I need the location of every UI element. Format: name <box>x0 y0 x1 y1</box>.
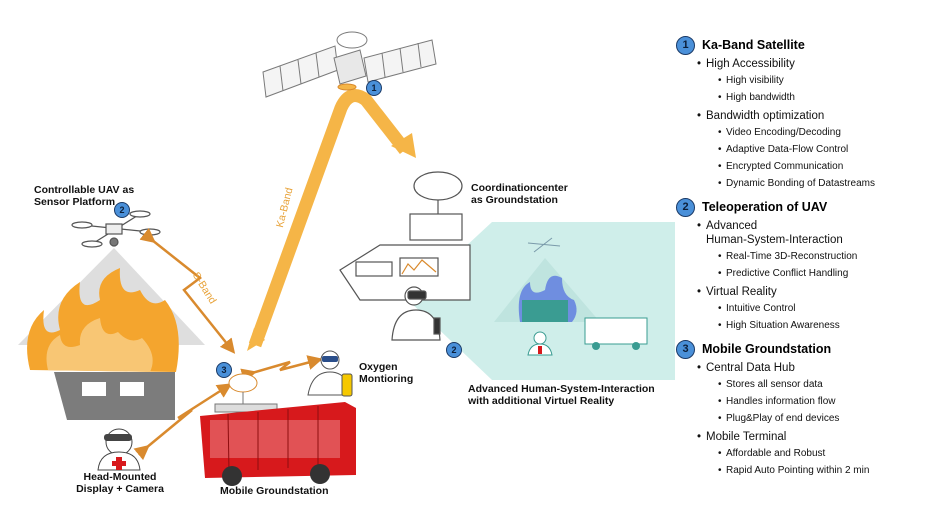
firefighter-hmd-icon <box>97 428 141 471</box>
legend-subitem: Encrypted Communication <box>676 161 931 173</box>
legend-subitem: Adaptive Data-Flow Control <box>676 144 931 156</box>
legend-section-teleoperation: 2 Teleoperation of UAV Advanced Human-Sy… <box>676 197 931 332</box>
legend-subitem: Dynamic Bonding of Datastreams <box>676 178 931 190</box>
legend-subitem: High Situation Awareness <box>676 320 931 332</box>
oxygen-monitoring-label: Oxygen Montioring <box>359 361 414 385</box>
legend-subitem: Real-Time 3D-Reconstruction <box>676 251 931 263</box>
s-band-link <box>139 227 236 354</box>
legend-item: Bandwidth optimization <box>676 109 931 123</box>
mobile-groundstation-label: Mobile Groundstation <box>220 485 329 497</box>
legend-item: Advanced Human-System-Interaction <box>676 219 931 247</box>
satellite-icon <box>262 31 437 98</box>
badge-uav: 2 <box>114 202 130 218</box>
legend-section-satellite: 1 Ka-Band Satellite High Accessibility H… <box>676 35 931 190</box>
ka-band-arrow <box>247 89 416 351</box>
legend-number-badge: 3 <box>676 339 695 359</box>
oxygen-link <box>240 355 323 383</box>
legend-section-title: Ka-Band Satellite <box>702 38 805 52</box>
legend-subitem: Stores all sensor data <box>676 379 931 391</box>
hmd-link <box>133 383 233 461</box>
badge-vr: 2 <box>446 342 462 358</box>
legend-subitem: Handles information flow <box>676 396 931 408</box>
legend-section-groundstation: 3 Mobile Groundstation Central Data Hub … <box>676 339 931 477</box>
legend-item: Central Data Hub <box>676 361 931 375</box>
legend-number-badge: 2 <box>676 197 695 217</box>
coordination-center-label: Coordinationcenter as Groundstation <box>471 182 568 206</box>
uav-label: Controllable UAV as Sensor Platform <box>34 184 135 208</box>
badge-satellite: 1 <box>366 80 382 96</box>
legend-section-title: Teleoperation of UAV <box>702 200 828 214</box>
uav-drone-icon <box>71 210 161 248</box>
legend-subitem: Predictive Conflict Handling <box>676 268 931 280</box>
legend-item: High Accessibility <box>676 57 931 71</box>
legend-section-title: Mobile Groundstation <box>702 342 832 356</box>
fire-truck-icon <box>200 373 356 486</box>
legend-subitem: High bandwidth <box>676 92 931 104</box>
feature-legend: 1 Ka-Band Satellite High Accessibility H… <box>676 35 931 485</box>
legend-item: Virtual Reality <box>676 285 931 299</box>
vr-scene-icons <box>494 237 648 356</box>
legend-subitem: Intuitive Control <box>676 303 931 315</box>
coordination-center-icon <box>339 171 471 341</box>
legend-item: Mobile Terminal <box>676 430 931 444</box>
legend-subitem: Plug&Play of end devices <box>676 413 931 425</box>
burning-house-icon <box>27 268 179 420</box>
legend-subitem: Rapid Auto Pointing within 2 min <box>676 465 931 477</box>
legend-number-badge: 1 <box>676 35 695 55</box>
hmd-label: Head-Mounted Display + Camera <box>76 471 164 495</box>
oxygen-sensor-icon <box>307 350 353 397</box>
badge-groundstation: 3 <box>216 362 232 378</box>
legend-subitem: Video Encoding/Decoding <box>676 127 931 139</box>
legend-subitem: Affordable and Robust <box>676 448 931 460</box>
advanced-hsi-label: Advanced Human-System-Interaction with a… <box>468 383 655 407</box>
legend-subitem: High visibility <box>676 75 931 87</box>
